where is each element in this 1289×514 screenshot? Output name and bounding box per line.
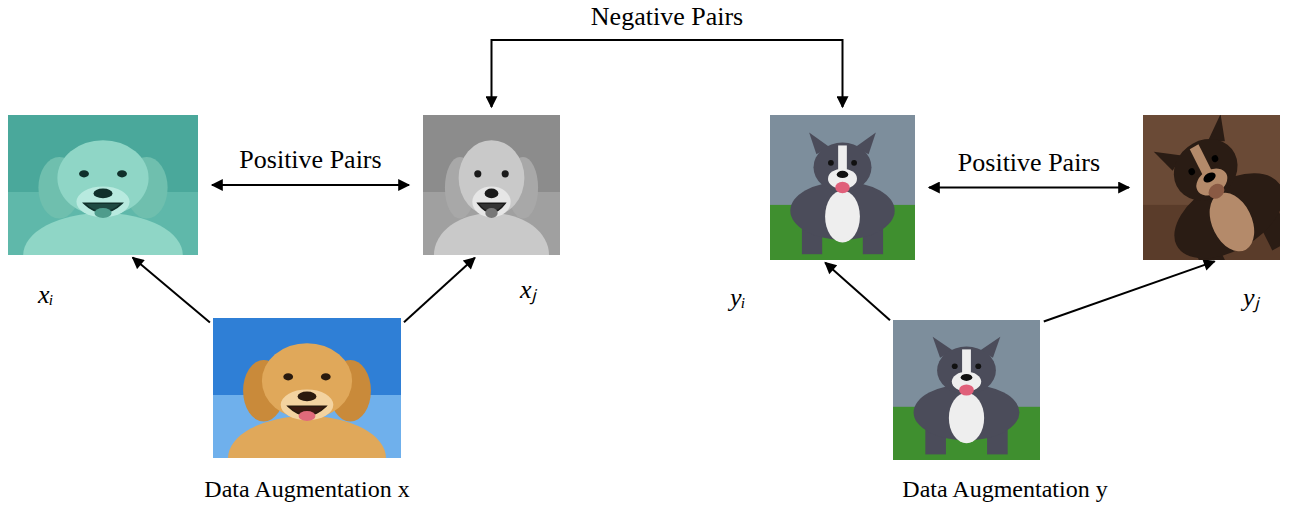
arrow-connector	[825, 263, 890, 320]
arrow-connector	[404, 258, 475, 323]
edge-label: Positive Pairs	[954, 148, 1104, 178]
image-caption: yᵢ	[730, 283, 746, 313]
image-node: Data Augmentation x	[213, 318, 401, 458]
dog-photo	[770, 115, 915, 260]
dog-photo	[423, 115, 560, 255]
image-node: xⱼ	[423, 115, 560, 255]
image-caption: Data Augmentation y	[902, 474, 1107, 504]
dog-photo	[213, 318, 401, 458]
image-node: yⱼ	[1143, 115, 1280, 260]
image-caption: xᵢ	[38, 280, 54, 310]
image-node: Data Augmentation y	[893, 320, 1040, 460]
arrow-connector	[133, 258, 210, 323]
edge-label: Negative Pairs	[587, 2, 747, 32]
dog-photo	[8, 115, 198, 255]
image-caption: xⱼ	[520, 275, 536, 305]
arrow-connector	[492, 40, 843, 107]
image-node: yᵢ	[770, 115, 915, 260]
image-node: xᵢ	[8, 115, 198, 255]
image-caption: Data Augmentation x	[204, 474, 409, 504]
arrow-connector	[212, 184, 409, 186]
arrow-connector	[1044, 261, 1215, 321]
dog-photo	[893, 320, 1040, 460]
edge-label: Positive Pairs	[235, 145, 385, 175]
arrow-connector	[929, 187, 1129, 189]
dog-photo	[1143, 115, 1280, 260]
image-caption: yⱼ	[1243, 283, 1259, 313]
